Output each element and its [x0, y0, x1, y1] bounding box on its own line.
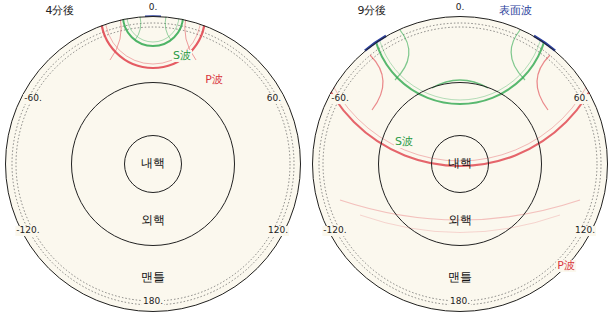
angle-label: 120. — [574, 226, 596, 236]
angle-label: -120. — [322, 226, 347, 236]
wavefronts-9min — [310, 0, 610, 233]
earth-disc — [312, 16, 608, 312]
layer-name: 외핵 — [448, 214, 472, 227]
angle-label: -60. — [23, 94, 43, 104]
earth-disc — [5, 16, 301, 312]
mantle-circle: 맨틀 외핵 내핵 — [5, 16, 301, 312]
surface-wave — [145, 16, 555, 51]
angle-label: 180. — [449, 297, 471, 307]
angle-label: 180. — [142, 297, 164, 307]
wave-label: S波 — [394, 136, 414, 148]
wave-label: S波 — [172, 50, 192, 62]
time-label: 4分後 — [45, 5, 76, 17]
angle-label: 0. — [148, 3, 159, 13]
wave-label: P波 — [556, 260, 576, 272]
angle-label: -60. — [330, 94, 350, 104]
angle-label: 60. — [573, 94, 589, 104]
angle-label: 60. — [266, 94, 282, 104]
wave-label: P波 — [204, 74, 224, 86]
outer-core-circle: 외핵 내핵 — [71, 82, 235, 246]
layer-name: 맨틀 — [448, 271, 472, 284]
layer-name: 내핵 — [448, 157, 472, 170]
time-label: 9分後 — [357, 5, 388, 17]
wave-label: 表面波 — [498, 5, 533, 17]
angle-label: -120. — [15, 226, 40, 236]
layer-name: 외핵 — [141, 214, 165, 227]
angle-label: 0. — [455, 3, 466, 13]
layer-boundary — [12, 23, 601, 305]
inner-core-circle: 내핵 — [124, 135, 182, 193]
inner-core-circle: 내핵 — [431, 135, 489, 193]
angle-label: 120. — [267, 226, 289, 236]
layer-name: 내핵 — [141, 157, 165, 170]
wavefronts-4min — [101, 0, 205, 68]
layer-name: 맨틀 — [141, 271, 165, 284]
outer-core-circle: 외핵 내핵 — [378, 82, 542, 246]
